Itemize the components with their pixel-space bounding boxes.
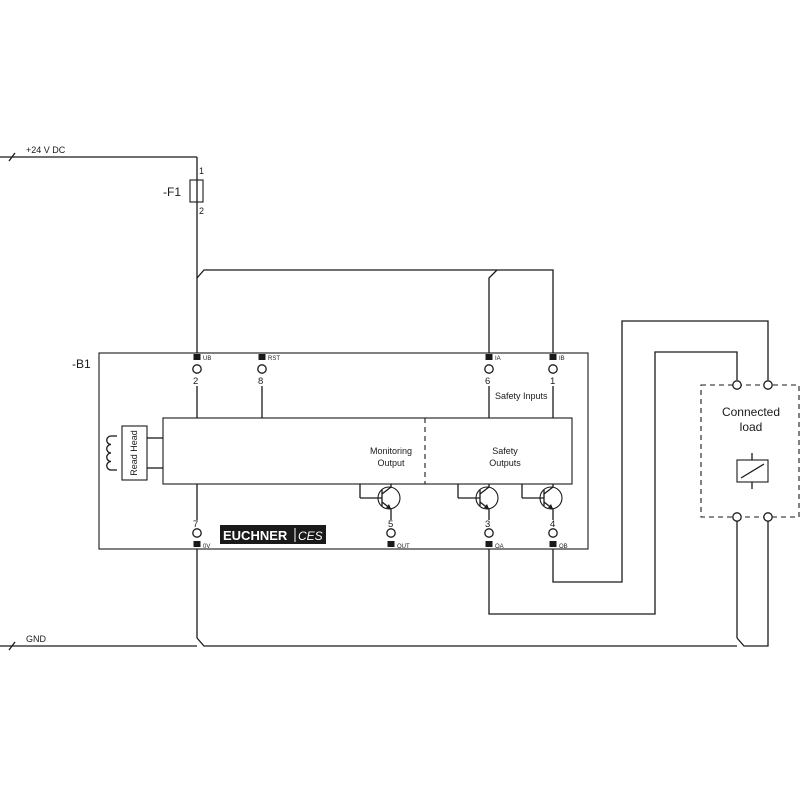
logo-product: CES (298, 529, 323, 543)
terminal-ob-number: 4 (550, 519, 555, 530)
safety-outputs-label-1: Safety (492, 446, 518, 456)
supply-rail: +24 V DC (0, 145, 198, 180)
terminal-oa-signal: OA (495, 544, 504, 550)
terminal-ib-number: 1 (550, 376, 555, 387)
terminal-ub-number: 2 (193, 376, 198, 387)
relay-coil-icon (736, 453, 769, 489)
terminal-0v-number: 7 (193, 519, 198, 530)
terminal-rst-signal: RST (268, 356, 280, 362)
monitoring-output-label-2: Output (377, 458, 405, 468)
device-tag: -B1 (72, 357, 91, 371)
transistor-ob (521, 484, 563, 520)
terminal-oa: 3 OA (484, 519, 504, 550)
input-wiring (196, 202, 554, 353)
logic-block: Monitoring Output Safety Outputs (162, 417, 573, 485)
terminal-rst: RST 8 (257, 354, 280, 418)
connected-load: Connected load (700, 380, 800, 522)
fuse-pin-bottom: 2 (199, 206, 204, 216)
transistor-oa (457, 484, 499, 520)
read-head: Read Head (106, 425, 163, 481)
logo-brand: EUCHNER (223, 528, 288, 543)
terminal-ub-signal: UB (203, 356, 211, 362)
terminal-ib-signal: IB (559, 356, 565, 362)
device-b1: -B1 (72, 352, 589, 550)
load-label-1: Connected (722, 405, 780, 419)
terminal-ub: UB 2 (192, 354, 211, 418)
safety-outputs-label-2: Outputs (489, 458, 521, 468)
terminal-ia: IA 6 (484, 354, 501, 418)
coil-icon (106, 435, 117, 471)
fuse-tag: -F1 (163, 185, 181, 199)
ground-label: GND (26, 634, 47, 644)
terminal-out-number: 5 (388, 519, 393, 530)
terminal-ia-number: 6 (485, 376, 490, 387)
terminal-rst-number: 8 (258, 376, 263, 387)
transistor-out (359, 484, 401, 520)
terminal-ob: 4 OB (548, 519, 568, 550)
supply-label: +24 V DC (26, 145, 66, 155)
load-label-2: load (740, 420, 763, 434)
terminal-out: 5 OUT (386, 519, 410, 550)
monitoring-output-label-1: Monitoring (370, 446, 412, 456)
terminal-0v-signal: 0V (203, 544, 210, 550)
terminal-ib: IB 1 (548, 354, 565, 418)
safety-inputs-label: Safety Inputs (495, 391, 548, 401)
terminal-0v: 7 0V (192, 484, 210, 550)
terminal-oa-number: 3 (485, 519, 490, 530)
terminal-ob-signal: OB (559, 544, 568, 550)
terminal-out-signal: OUT (397, 544, 410, 550)
output-wiring (488, 320, 769, 615)
euchner-ces-logo: EUCHNER CES (220, 525, 326, 544)
fuse-f1: -F1 1 2 (163, 166, 204, 216)
fuse-pin-top: 1 (199, 166, 204, 176)
read-head-label: Read Head (129, 430, 139, 476)
ground-rail: GND (0, 520, 769, 651)
terminal-ia-signal: IA (495, 356, 501, 362)
